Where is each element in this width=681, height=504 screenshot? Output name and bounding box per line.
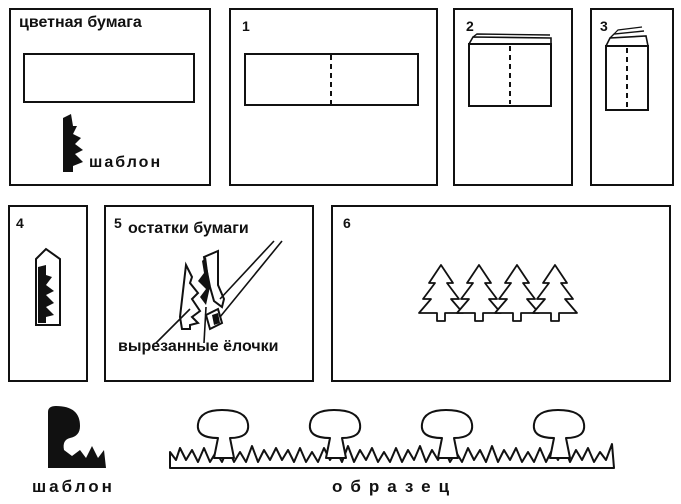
- step-number: 1: [242, 18, 250, 34]
- fir-tree-template-icon: [63, 114, 83, 172]
- template-label: шаблон: [32, 477, 115, 496]
- fir-tree-row-icon: [418, 264, 578, 322]
- folded-sheets-icon: [468, 33, 552, 107]
- panel-colored-paper: цветная бумага шаблон: [9, 8, 211, 186]
- scraps-label: остатки бумаги: [128, 220, 249, 237]
- template-label: шаблон: [89, 154, 163, 171]
- panel-title: цветная бумага: [19, 14, 142, 31]
- folded-sheets-icon: [605, 26, 649, 111]
- sample-label: образец: [332, 477, 458, 496]
- panel-step-5: 5 остатки бумаги вырезанные ёлочки: [104, 205, 314, 382]
- cut-trees-label: вырезанные ёлочки: [118, 338, 279, 355]
- cut-trees-icon: [155, 240, 283, 344]
- panel-step-4: 4: [8, 205, 88, 382]
- step-number: 3: [600, 18, 608, 34]
- fold-line-icon: [330, 55, 332, 104]
- template-on-paper-icon: [35, 247, 61, 326]
- step-number: 5: [114, 215, 122, 231]
- panel-step-2: 2: [453, 8, 573, 186]
- step-number: 2: [466, 18, 474, 34]
- paper-sheet: [23, 53, 195, 103]
- step-number: 4: [16, 215, 24, 231]
- panel-step-1: 1: [229, 8, 438, 186]
- panel-step-3: 3: [590, 8, 674, 186]
- paper-sheet: [244, 53, 419, 106]
- step-number: 6: [343, 215, 351, 231]
- panel-step-6: 6: [331, 205, 671, 382]
